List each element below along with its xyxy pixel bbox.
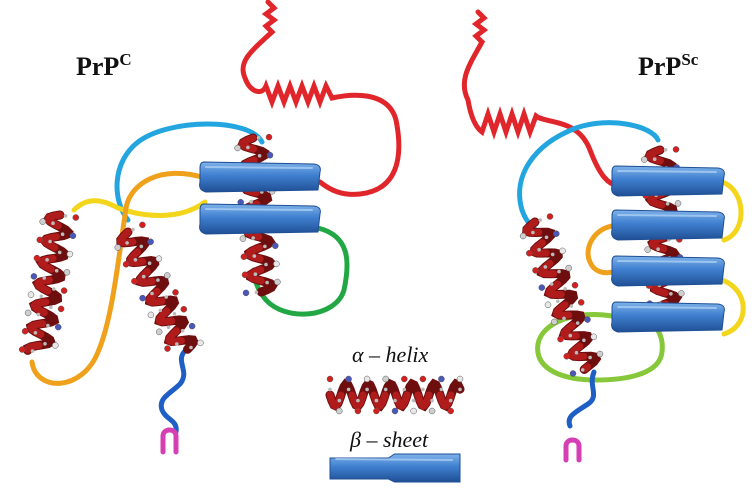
prpc-cyan-loop (114, 121, 265, 223)
prpc-orange-loop (29, 171, 208, 386)
prpc-blue-tail (158, 349, 187, 435)
prpc-red-tail (240, 0, 402, 197)
prpsc-gpi-anchor (563, 437, 582, 463)
prpsc-sheet-2 (611, 209, 725, 241)
prpsc-lime-loop (535, 311, 665, 383)
prpsc-sheet-4 (611, 301, 725, 333)
prpc-green-loop (251, 225, 350, 317)
prpc-helix-2 (114, 221, 204, 354)
alpha-helix-icon (325, 375, 465, 415)
beta-sheet-icon (329, 453, 461, 483)
prpsc-orange-loop (585, 223, 615, 276)
prpc-sheet-2 (199, 203, 321, 235)
prpsc-blue-tail (566, 369, 597, 429)
prpc-helix-1 (18, 210, 80, 355)
prpc-yellow-loop (71, 198, 208, 218)
prpsc-sheet-3 (611, 255, 725, 287)
prpc-gpi-anchor (160, 427, 179, 455)
prpsc-helix-1 (519, 213, 604, 377)
prpsc-yellow-loop-top (719, 179, 744, 243)
prpsc-yellow-loop-bottom (719, 277, 746, 337)
prpc-title: PrPC (76, 50, 132, 81)
prpsc-sheet-1 (611, 165, 725, 197)
legend (325, 375, 465, 483)
prpc-structure (18, 0, 402, 455)
prpc-sheet-1 (199, 161, 321, 193)
beta-sheet-label: β – sheet (350, 427, 429, 452)
prpsc-structure (461, 9, 746, 463)
prpsc-red-tail (461, 9, 621, 189)
prpsc-title: PrPSc (638, 50, 699, 81)
alpha-helix-label: α – helix (352, 342, 429, 367)
